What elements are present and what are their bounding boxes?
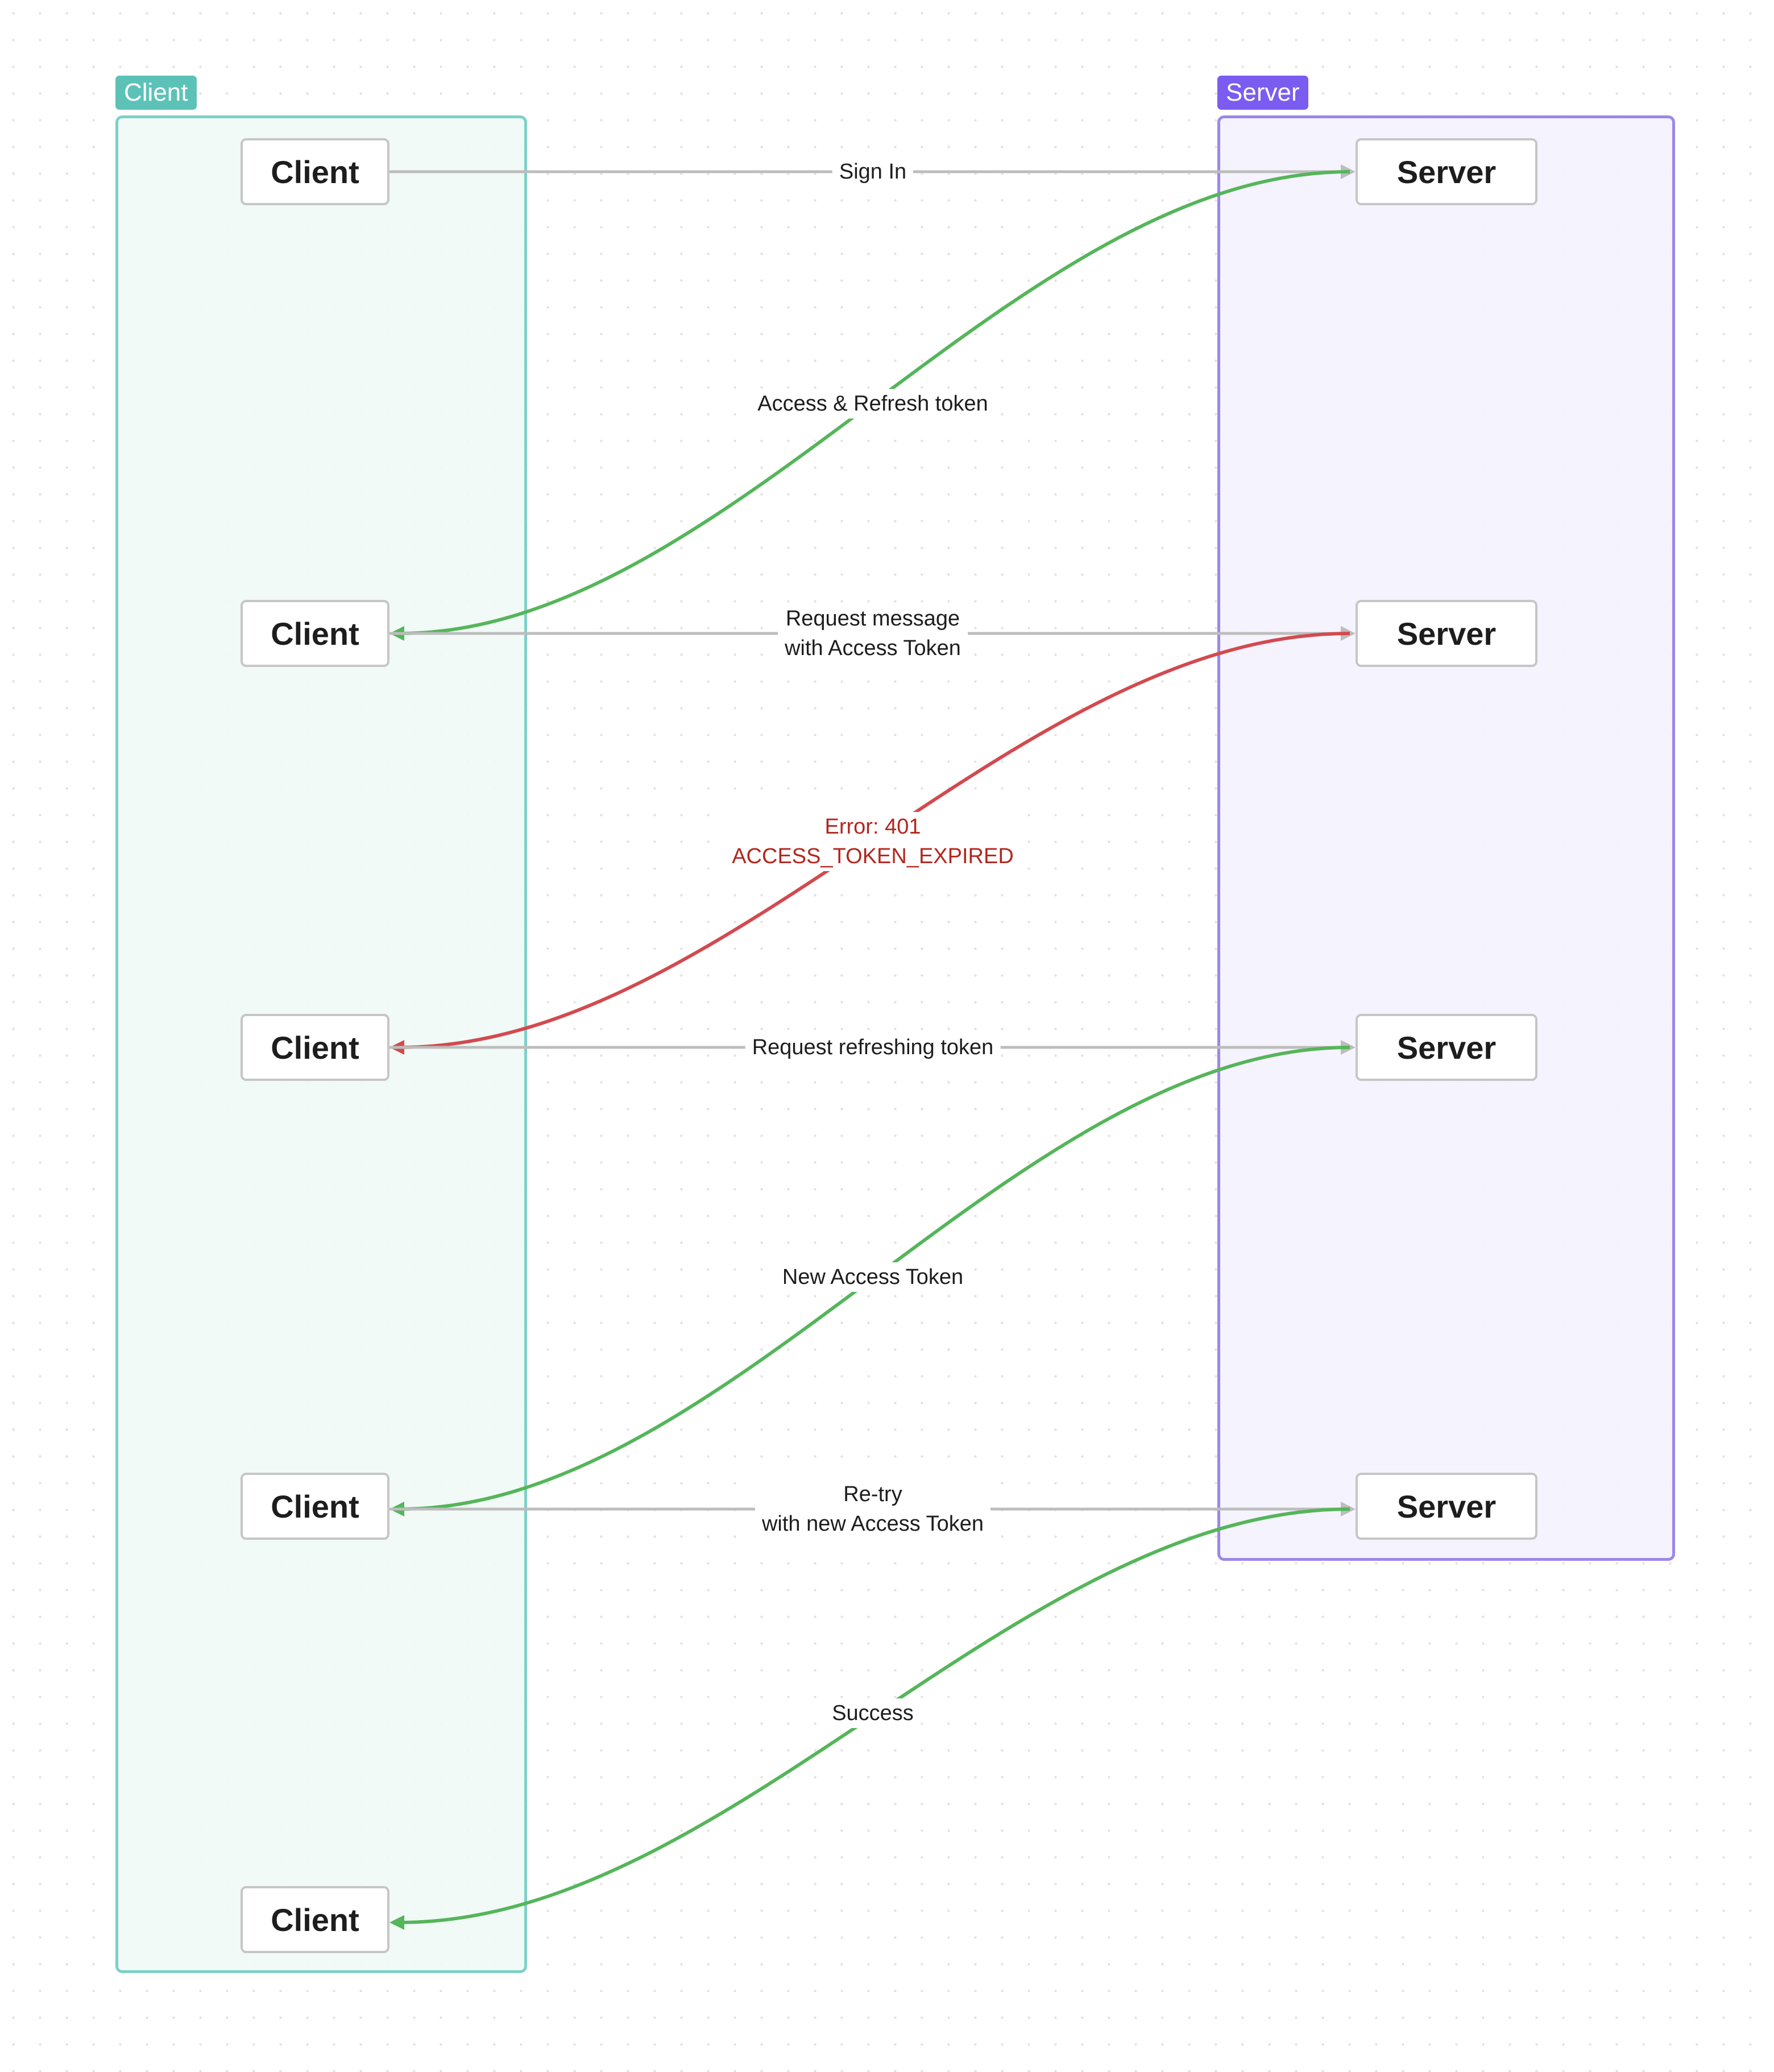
server-group-label: Server — [1217, 76, 1308, 110]
message-arrowhead-8 — [389, 1915, 404, 1930]
message-label-3-line-1: Request message — [785, 607, 960, 631]
message-label-5-line-1: Request refreshing token — [752, 1035, 994, 1059]
message-label-3: Request message with Access Token — [778, 604, 968, 663]
message-label-1: Sign In — [832, 157, 914, 187]
server-node-2[interactable]: Server — [1356, 600, 1537, 667]
client-group-label: Client — [115, 76, 197, 110]
message-label-7-line-2: with new Access Token — [761, 1512, 984, 1536]
message-label-2: Access & Refresh token — [751, 389, 995, 418]
client-node-5[interactable]: Client — [241, 1886, 389, 1953]
message-label-5: Request refreshing token — [745, 1033, 1001, 1062]
message-label-8-line-1: Success — [832, 1701, 914, 1725]
message-label-3-line-2: with Access Token — [785, 636, 961, 660]
server-node-1[interactable]: Server — [1356, 138, 1537, 205]
client-node-4[interactable]: Client — [241, 1473, 389, 1540]
message-label-4-line-2: ACCESS_TOKEN_EXPIRED — [732, 844, 1014, 868]
message-label-4: Error: 401 ACCESS_TOKEN_EXPIRED — [725, 812, 1021, 871]
message-label-6-line-1: New Access Token — [782, 1265, 964, 1289]
message-label-7-line-1: Re-try — [843, 1482, 902, 1506]
message-label-1-line-1: Sign In — [839, 160, 907, 184]
message-label-8: Success — [825, 1698, 921, 1728]
client-node-3[interactable]: Client — [241, 1014, 389, 1081]
message-label-7: Re-try with new Access Token — [755, 1480, 991, 1539]
server-node-4[interactable]: Server — [1356, 1473, 1537, 1540]
client-node-2[interactable]: Client — [241, 600, 389, 667]
message-label-4-line-1: Error: 401 — [824, 815, 921, 839]
server-node-3[interactable]: Server — [1356, 1014, 1537, 1081]
message-label-2-line-1: Access & Refresh token — [757, 392, 988, 416]
server-group-frame[interactable] — [1217, 115, 1675, 1561]
message-label-6: New Access Token — [775, 1262, 971, 1292]
client-node-1[interactable]: Client — [241, 138, 389, 205]
